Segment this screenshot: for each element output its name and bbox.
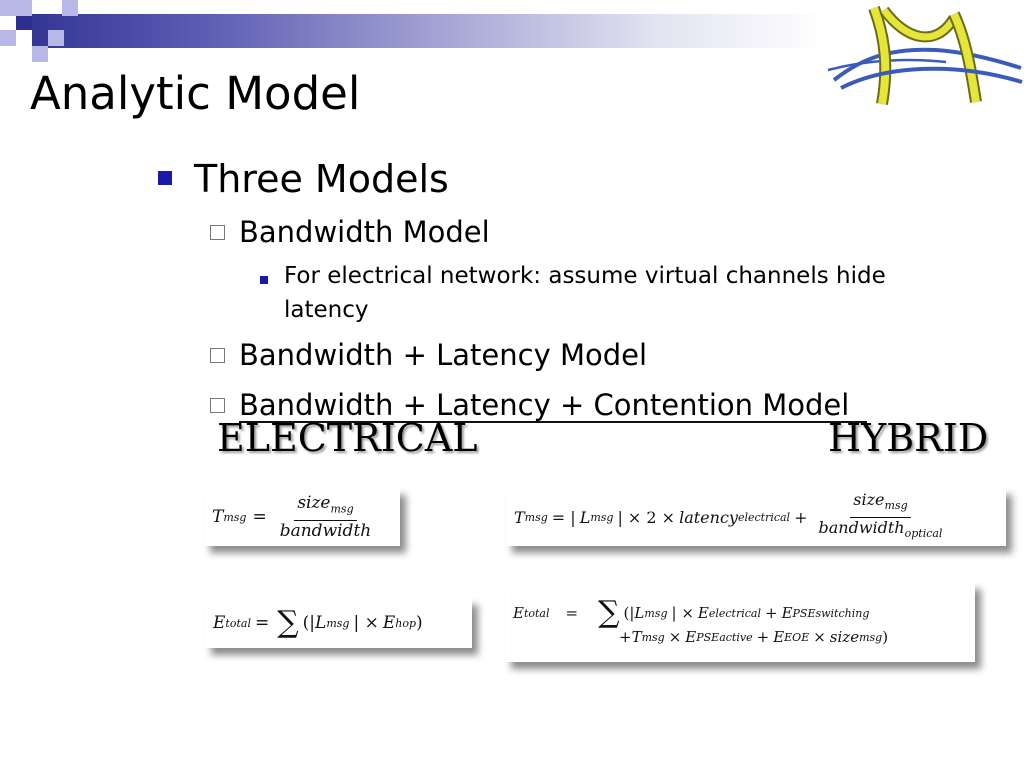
eq-subscript: optical [904,526,943,540]
eq-symbol: L [315,613,327,633]
eq-subscript: total [225,616,251,630]
eq-operator: (| [623,604,635,622]
eq-denominator: bandwidth [279,520,372,541]
eq-denominator: bandwidthoptical [815,518,945,543]
eq-numerator: sizemsg [294,493,357,521]
eq-subscript: msg [644,606,668,620]
bullet-electrical-network: For electrical network: assume virtual c… [284,263,886,323]
eq-fraction: sizemsg bandwidth [277,494,375,539]
eq-operator: × [813,628,826,646]
eq-subscript: msg [223,510,247,524]
eq-numerator: sizemsg [850,490,911,518]
eq-operator: × [668,628,682,646]
eq-symbol: E [685,628,697,646]
bullet-square-icon [158,171,172,185]
eq-subscript: PSEactive [696,630,753,644]
eq-symbol: size [829,628,860,646]
eq-subscript: electrical [737,510,791,524]
label-hybrid: HYBRID [828,416,989,460]
eq-operator: + [764,604,778,622]
eq-subscript: msg [590,510,614,524]
eq-operator: ) [882,628,889,646]
bullet-bandwidth-model: Bandwidth Model [239,215,490,249]
m-bridge-logo-icon [827,5,1023,106]
eq-subscript: msg [330,502,354,516]
eq-fraction: sizemsg bandwidthoptical [815,491,945,542]
label-electrical: ELECTRICAL [217,416,478,460]
eq-symbol: T [514,507,525,527]
summation-icon: ∑ [598,595,620,630]
eq-subscript: msg [326,616,350,630]
header-gradient-bar [0,14,826,48]
summation-icon: ∑ [277,605,299,640]
bullet-bandwidth-latency-model: Bandwidth + Latency Model [239,338,648,372]
eq-operator: ) [416,613,423,633]
eq-operator: = [254,613,270,633]
header-deco-square [16,14,32,30]
eq-subscript: msg [641,630,665,644]
eq-operator: = | [551,507,576,527]
eq-subscript: PSEswitching [792,606,870,620]
small-square-bullet-icon [260,276,268,284]
eq-operator: = [252,507,267,527]
eq-subscript: electrical [708,606,761,620]
eq-operator: + [619,628,632,646]
eq-symbol: E [213,613,226,633]
hollow-square-bullet-icon [210,348,225,363]
hollow-square-bullet-icon [210,225,225,240]
eq-subscript: EOE [784,630,810,644]
hollow-square-bullet-icon [210,398,225,413]
bullet-three-models: Three Models [194,157,449,201]
bullet-contention-model: Bandwidth + Latency + Contention Model [239,388,850,422]
eq-subscript: total [523,606,550,620]
eq-symbol: size [853,490,885,510]
eq-symbol: size [297,493,331,514]
eq-symbol: E [781,604,793,622]
eq-operator: (| [302,613,316,633]
eq-symbol: latency [679,507,738,527]
eq-subscript: msg [859,630,883,644]
eq-symbol: E [513,604,524,622]
eq-symbol: E [773,628,785,646]
eq-symbol: E [382,613,396,633]
header-deco-square [48,30,64,46]
eq-subscript: hop [395,616,416,630]
eq-symbol: E [697,604,709,622]
eq-symbol: T [631,628,642,646]
eq-operator: = [565,604,579,622]
header-deco-square [16,0,32,16]
eq-operator: + [756,628,770,646]
eq-symbol: L [579,507,591,527]
header-deco-square [62,0,78,16]
slide-title: Analytic Model [30,67,361,120]
eq-operator: | × [353,613,379,633]
eq-subscript: msg [524,510,548,524]
eq-symbol: bandwidth [818,517,905,537]
header-deco-square [0,0,16,16]
eq-symbol: L [634,604,645,622]
eq-operator: + [794,507,808,527]
eq-subscript: msg [884,499,908,513]
underline-divider [239,421,867,423]
eq-symbol: T [212,507,224,527]
header-deco-square [0,30,16,46]
header-deco-square [32,46,48,62]
eq-operator: | × [671,604,694,622]
eq-operator: | × 2 × [617,507,676,527]
